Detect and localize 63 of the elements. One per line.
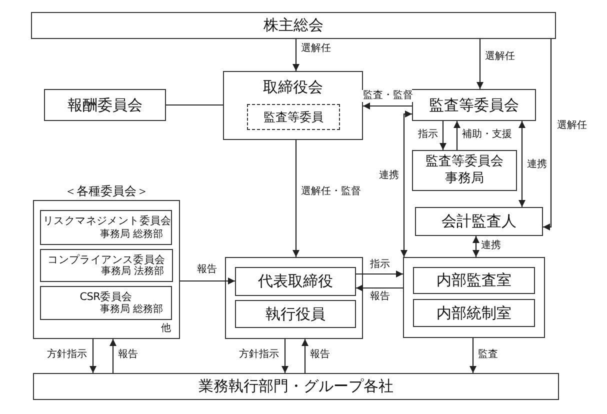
edge-label: 報告 [117,349,139,361]
edge-label: 選解任 [484,51,516,63]
arrow [302,339,308,373]
office-note: 事務局 総務部 [100,304,163,316]
arrow [110,339,116,373]
arrow [90,339,96,373]
group-box [403,257,545,338]
edge-label: 連携 [378,170,400,182]
arrow [180,278,235,284]
connector-line [166,104,223,106]
edge-label: 選解任 [300,43,332,55]
arrow [282,339,288,373]
division-box: 業務執行部門・グループ各社 [33,373,559,400]
committee-name: CSR委員会 [78,290,134,304]
edge-label: 方針指示 [46,349,88,361]
edge-label: 選解任・監督 [300,186,362,198]
office-box: 監査等委員会事務局 [412,150,517,191]
executive-box: 執行役員 [235,300,356,328]
arrow [363,102,412,110]
note-text: 他 [161,323,171,335]
office-box: 内部統制室 [413,299,535,327]
executive-box: 代表取締役 [235,267,356,296]
edge-label: 報告 [196,264,218,276]
committee-name: リスクマネジメント委員会 [43,214,169,228]
arrow [440,121,446,150]
committee-box [40,210,172,245]
edge-label: 報告 [309,349,331,361]
edge-label: 補助・支援 [461,129,513,141]
edge-label: 監査・監督 [362,90,414,102]
office-box: 内部監査室 [413,267,535,294]
edge-label: 連携 [480,240,502,252]
arrow [356,270,403,278]
group-heading: ＜各種委員会＞ [64,184,150,198]
committee-box [40,286,172,320]
committee-box: 監査等委員会 [412,89,536,121]
arrow [292,39,300,71]
box-title: 取締役会 [262,78,324,96]
committee-box: 報酬委員会 [44,89,166,121]
board-box [223,71,363,140]
office-note: 事務局 法務部 [100,266,164,278]
member-box: 監査等委員 [247,104,340,130]
edge-label: 監査 [477,349,499,361]
arrow [518,121,526,207]
arrow [400,110,412,257]
edge-label: 連携 [526,159,548,171]
arrow [470,338,476,373]
arrow [476,39,484,89]
shareholders-box: 株主総会 [31,12,556,39]
committee-box [40,249,173,282]
edge-label: 選解任 [556,120,588,132]
arrow [472,236,480,257]
auditor-box: 会計監査人 [415,207,543,236]
edge-label: 方針指示 [238,349,280,361]
arrow [543,39,552,230]
group-box [225,257,363,339]
office-note: 事務局 総務部 [100,229,163,241]
edge-label: 指示 [369,259,391,271]
arrow [454,121,460,150]
edge-label: 報告 [369,291,391,303]
committee-name: コンプライアンス委員会 [46,253,166,266]
arrow [292,140,300,257]
arrow [356,284,403,292]
edge-label: 指示 [417,129,439,141]
